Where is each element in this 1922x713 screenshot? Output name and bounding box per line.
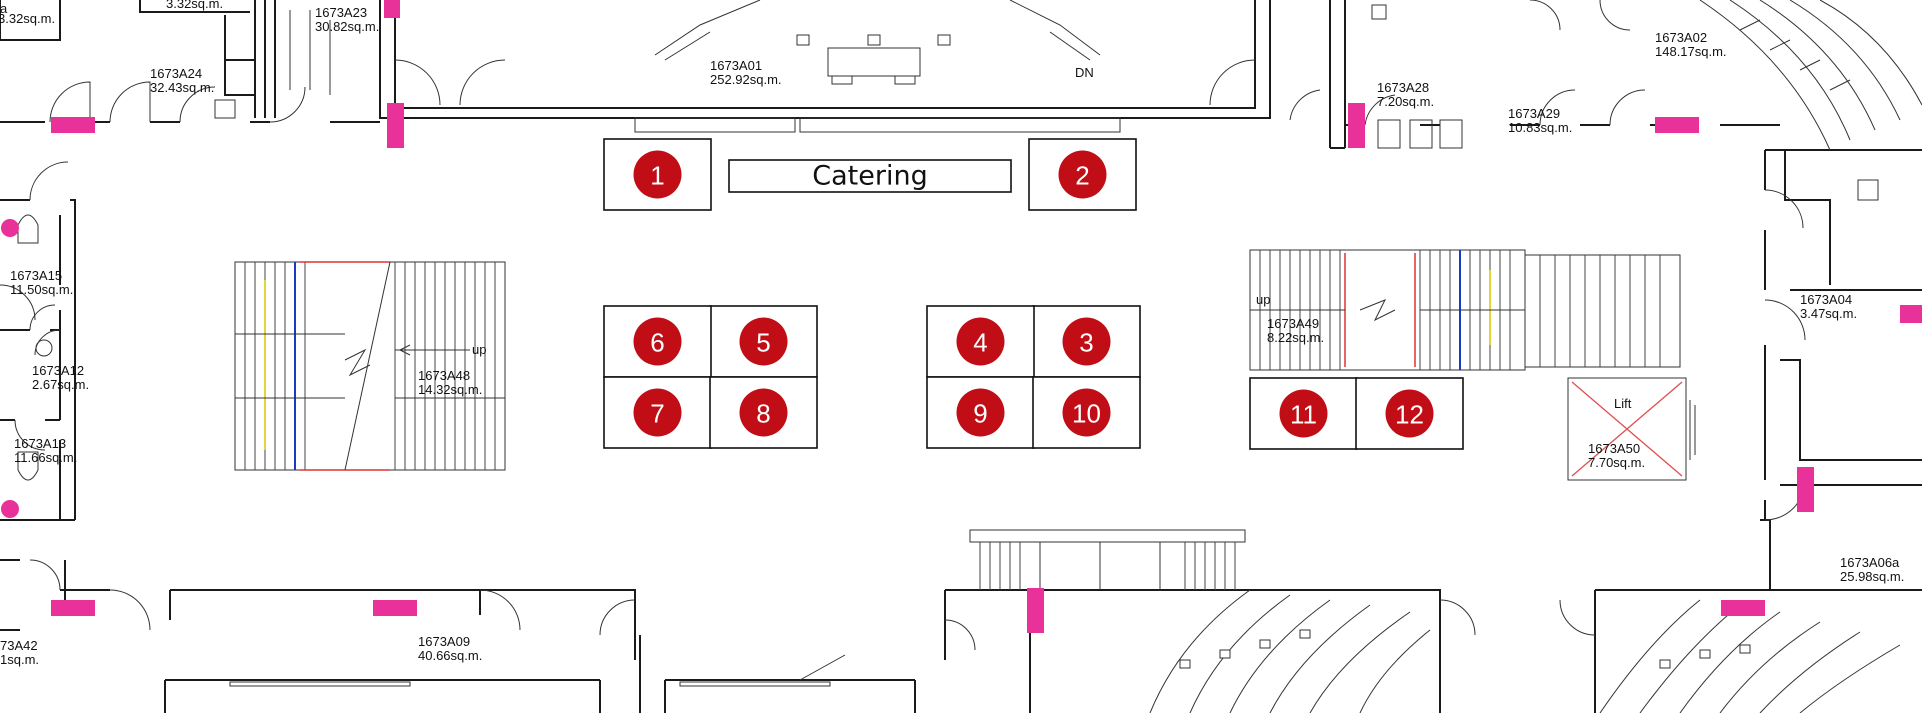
- booth-number: 11: [1290, 400, 1317, 430]
- booth-number: 2: [1075, 161, 1089, 191]
- up-label-left: up: [472, 342, 486, 357]
- staircase-left: [234, 261, 506, 471]
- catering-label: Catering: [812, 161, 927, 192]
- seating: [1149, 0, 1922, 713]
- highlight-block: [373, 600, 417, 616]
- booth-number: 6: [650, 328, 664, 358]
- highlight-dot: [1, 219, 19, 237]
- staircase-bottom: [969, 529, 1246, 590]
- booth-marker: [1062, 388, 1111, 437]
- booth-4[interactable]: 4: [926, 305, 1035, 378]
- staircase-right: [1249, 249, 1681, 371]
- booth-3[interactable]: 3: [1032, 305, 1141, 378]
- booth-number: 12: [1395, 400, 1424, 430]
- booth-marker: [633, 388, 682, 437]
- booth-marker: [1058, 150, 1107, 199]
- booth-5[interactable]: 5: [709, 305, 818, 378]
- booth-marker: [1062, 317, 1111, 366]
- booth-8[interactable]: 8: [709, 376, 818, 449]
- booth-marker: [956, 388, 1005, 437]
- lift: Lift: [1567, 377, 1696, 481]
- booth-2[interactable]: 2: [1028, 138, 1137, 211]
- booth-10[interactable]: 10: [1032, 376, 1141, 449]
- catering-box[interactable]: [728, 159, 1012, 193]
- booth-number: 3: [1079, 328, 1093, 358]
- booth-11[interactable]: 11: [1249, 377, 1358, 450]
- booth-marker: [1279, 389, 1328, 438]
- booth-marker: [739, 388, 788, 437]
- room-area-top-left: 3.32sq.m.: [0, 11, 55, 26]
- booth-number: 4: [973, 328, 987, 358]
- highlight-block: [384, 0, 400, 18]
- booth-number: 8: [756, 399, 770, 429]
- booth-number: 10: [1072, 399, 1101, 429]
- highlight-markers: [1, 0, 1922, 633]
- booth-marker: [739, 317, 788, 366]
- up-label-right: up: [1256, 292, 1270, 307]
- doors: [0, 0, 1806, 651]
- highlight-block: [1655, 117, 1699, 133]
- booth-number: 9: [973, 399, 987, 429]
- booth-12[interactable]: 12: [1355, 377, 1464, 450]
- booth-marker: [633, 317, 682, 366]
- lift-label: Lift: [1614, 396, 1632, 411]
- catering-area[interactable]: Catering: [728, 159, 1012, 193]
- highlight-block: [1721, 600, 1765, 616]
- highlight-block: [51, 117, 95, 133]
- booth-number: 5: [756, 328, 770, 358]
- booth-number: 1: [650, 161, 664, 191]
- highlight-block: [51, 600, 95, 616]
- room-label-top-left: a: [0, 1, 8, 16]
- booth-marker: [956, 317, 1005, 366]
- highlight-block: [1027, 588, 1044, 633]
- highlight-block: [387, 103, 404, 148]
- booth-7[interactable]: 7: [603, 376, 712, 449]
- booth-number: 7: [650, 399, 664, 429]
- booth-marker: [633, 150, 682, 199]
- highlight-dot: [1, 500, 19, 518]
- highlight-block: [1900, 305, 1922, 323]
- highlight-block: [1797, 467, 1814, 512]
- booth-9[interactable]: 9: [926, 376, 1035, 449]
- highlight-block: [1348, 103, 1365, 148]
- room-area-top-left-2: 3.32sq.m.: [166, 0, 223, 11]
- booth-marker: [1385, 389, 1434, 438]
- dn-label: DN: [1075, 65, 1094, 80]
- fixtures: [17, 0, 1879, 687]
- booth-6[interactable]: 6: [603, 305, 712, 378]
- booth-1[interactable]: 1: [603, 138, 712, 211]
